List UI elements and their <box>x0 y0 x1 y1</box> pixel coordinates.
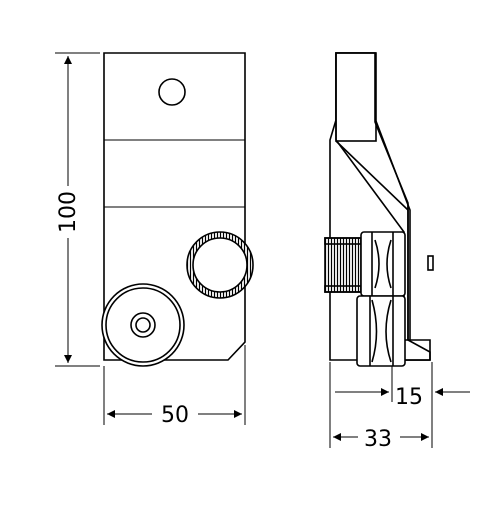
roller-wheel <box>101 283 185 367</box>
dimension-depth-inner-label: 15 <box>395 385 423 410</box>
side-tab <box>427 255 434 271</box>
dimension-height-label: 100 <box>56 191 81 233</box>
knurled-knob <box>186 231 254 299</box>
dimension-height: 100 <box>52 52 100 367</box>
side-knurled-knob <box>324 231 406 297</box>
mounting-hole <box>158 78 186 106</box>
side-slope-line-2 <box>375 120 409 206</box>
side-view <box>324 52 434 367</box>
side-top-block <box>335 52 377 142</box>
dimension-width-label: 50 <box>161 403 189 428</box>
side-slope-line <box>335 140 409 211</box>
dimension-depth-total: 33 <box>329 362 429 452</box>
dimension-depth-inner: 15 <box>335 362 470 448</box>
dimension-depth-total-label: 33 <box>364 427 392 452</box>
front-bracket-outline <box>103 52 246 361</box>
front-view <box>101 52 254 367</box>
dimension-width: 50 <box>103 345 246 428</box>
side-roller-wheel <box>356 295 406 367</box>
